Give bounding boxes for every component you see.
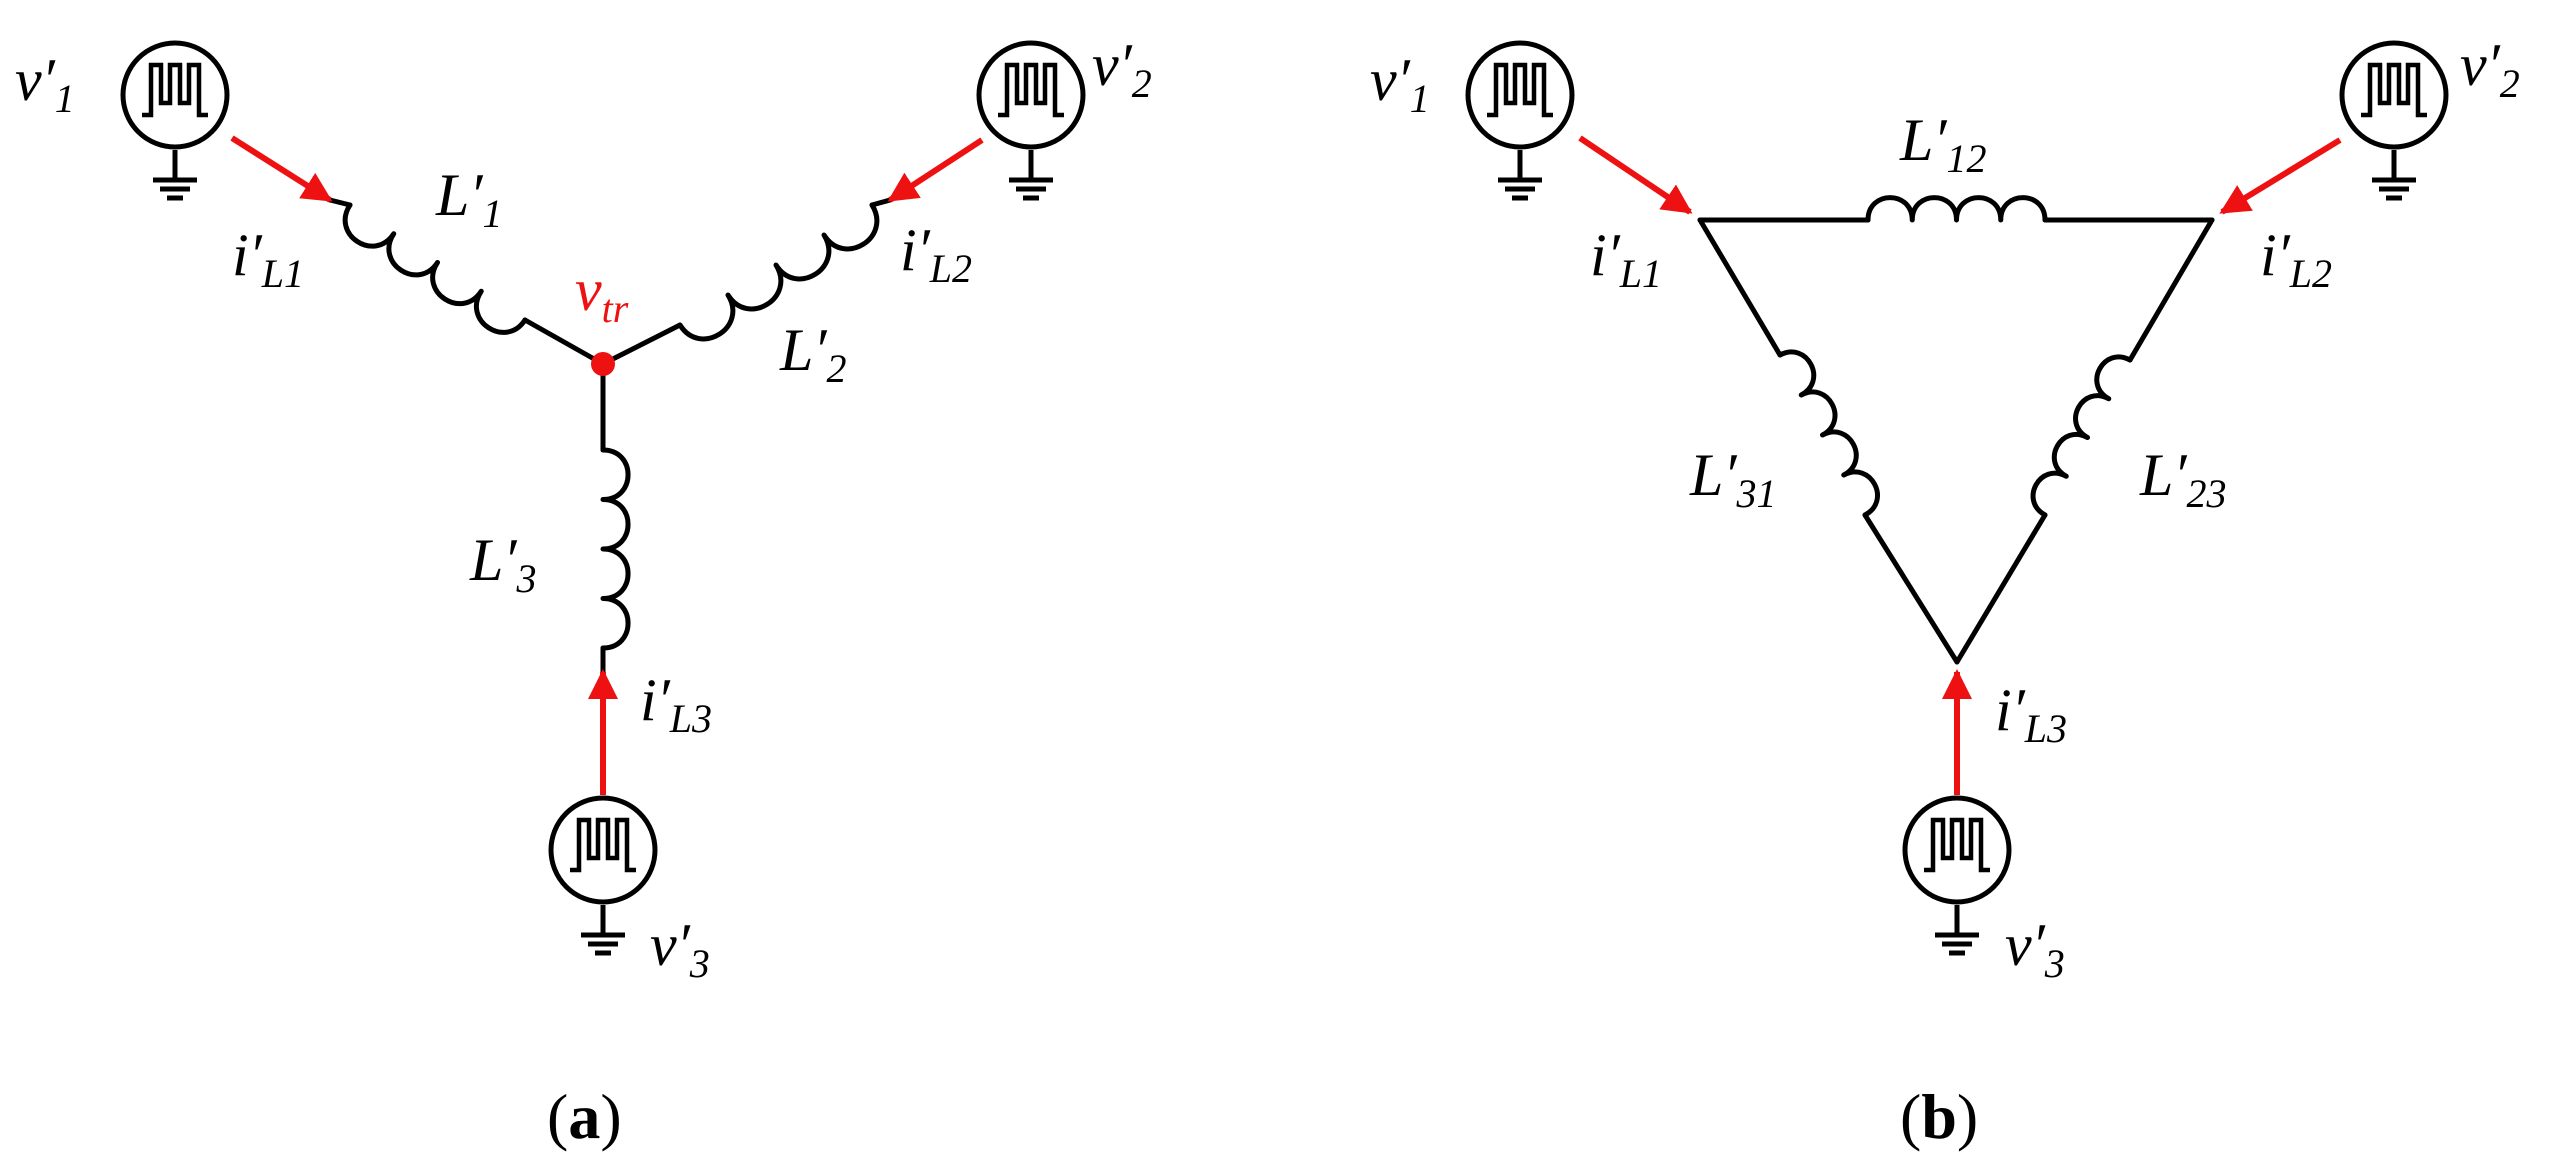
diagram-a-label-L3: L′3: [469, 527, 537, 601]
a-wire-right-to-junction: [600, 322, 683, 367]
b-wire-right-lower: [1954, 512, 2048, 665]
diagram-a-label-vtr: vtr: [575, 257, 629, 331]
a-wire-left-to-junction: [522, 317, 606, 367]
diagram-b-label-L12: L′12: [1899, 107, 1987, 181]
diagram-b-label-v3: v′3: [2005, 912, 2065, 986]
diagram-a-wires: [327, 197, 893, 675]
diagram-a-label-v1: v′1: [15, 47, 75, 121]
diagram-b-current-arrows: [1578, 135, 2342, 795]
diagram-b-source-3: [1905, 798, 2009, 953]
diagram-b-delta: v′1 v′2 v′3 L′12 L′31 L′23 i′L1 i′L2 i′L…: [1370, 32, 2520, 1152]
diagram-a-inductor-coils: [342, 202, 880, 651]
diagram-a-label-L1: L′1: [435, 162, 503, 236]
diagram-a-label-v2: v′2: [1092, 32, 1152, 106]
b-coil-L23: [2030, 354, 2133, 518]
diagram-b-label-iL2: i′L2: [2260, 222, 2332, 296]
diagram-a-label-L2: L′2: [779, 317, 847, 391]
diagram-b-label-L31: L′31: [1689, 442, 1777, 516]
a-wire-left-lead: [327, 197, 353, 208]
diagram-b-label-iL1: i′L1: [1590, 222, 1662, 296]
a-coil-L2: [677, 202, 880, 342]
diagram-a-source-2: [979, 43, 1083, 198]
b-wire-left-upper: [1697, 217, 1783, 358]
b-wire-left-lower: [1862, 512, 1960, 665]
diagram-a-source-1: [123, 43, 227, 198]
b-coil-L31: [1777, 349, 1880, 518]
b-wire-right-upper: [2127, 217, 2215, 363]
diagram-b-inductor-coils: [1777, 195, 2133, 518]
diagram-a-source-3: [551, 798, 655, 953]
a-coil-L3: [600, 447, 631, 651]
b-arrow-iL2: [2219, 137, 2342, 215]
a-coil-L1: [342, 202, 528, 335]
a-arrow-iL1: [230, 135, 333, 203]
diagram-a-current-arrows: [230, 135, 984, 795]
diagram-b-label-iL3: i′L3: [1995, 677, 2067, 751]
diagram-b-source-2: [2342, 43, 2446, 198]
a-wire-right-lead: [869, 197, 893, 208]
diagram-b-label-v2: v′2: [2460, 32, 2520, 106]
diagram-a-junction-dot: [591, 352, 615, 376]
diagram-a-label-iL1: i′L1: [232, 222, 304, 296]
b-arrow-iL1: [1578, 135, 1693, 215]
b-coil-L12: [1865, 195, 2048, 223]
a-arrow-iL2: [887, 137, 984, 203]
diagram-b-label-v1: v′1: [1370, 47, 1430, 121]
diagram-a-label-v3: v′3: [650, 912, 710, 986]
diagram-b-caption: (b): [1900, 1081, 1978, 1152]
diagram-a-label-iL2: i′L2: [900, 217, 972, 291]
diagram-a-label-iL3: i′L3: [640, 667, 712, 741]
diagram-a-star: v′1 v′2 v′3 L′1 L′2 L′3 i′L1 i′L2 i′L3 v…: [15, 32, 1152, 1152]
diagram-b-label-L23: L′23: [2139, 442, 2227, 516]
diagram-b-source-1: [1468, 43, 1572, 198]
diagram-b-wires: [1697, 217, 2215, 665]
diagram-a-caption: (a): [547, 1081, 622, 1152]
